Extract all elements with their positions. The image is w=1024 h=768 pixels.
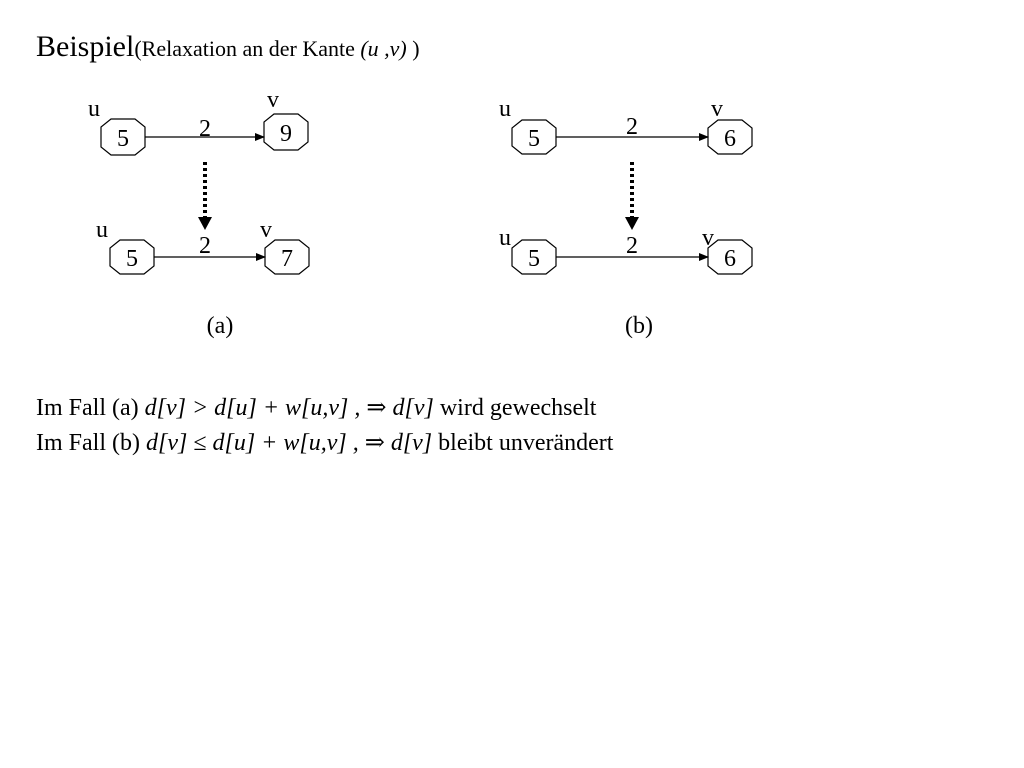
node-u-value: 5 [528,246,540,272]
rule-condition: d[v] > d[u] + w[u,v] , [144,395,361,421]
diagram-a-top: 5 9 2 u v [88,87,309,156]
diagram-b-top: 5 6 2 u v [499,96,753,155]
node-v-value: 7 [281,246,293,272]
title-subtitle: (Relaxation an der Kante [134,36,361,61]
node-u-value: 5 [528,126,540,152]
node-u-label: u [96,217,108,243]
node-v-value: 6 [724,126,736,152]
node-u-value: 5 [117,126,129,152]
title-edge: (u ,v) [360,36,407,61]
node-v-label: v [267,87,279,113]
node-v-value: 9 [280,121,292,147]
edge-weight: 2 [626,114,638,140]
node-v [263,113,309,151]
rule-prefix: Im Fall (a) [36,395,145,421]
node-u-value: 5 [126,246,138,272]
title-close: ) [406,36,420,61]
node-u [511,119,557,155]
rule-result: bleibt unverändert [432,430,614,456]
node-v-label: v [260,217,272,243]
diagram-b-bottom: 5 6 2 u v [499,225,753,275]
edge-weight: 2 [199,233,211,259]
node-v-label: v [702,225,714,251]
page-title: Beispiel(Relaxation an der Kante (u ,v) … [36,30,420,64]
transition-arrow-b [625,162,639,230]
node-v-label: v [711,96,723,122]
rule-result: wird gewechselt [433,395,597,421]
rule-case-a: Im Fall (a) d[v] > d[u] + w[u,v] , ⇒ d[v… [36,393,596,422]
rule-prefix: Im Fall (b) [36,430,146,456]
edge-weight: 2 [199,116,211,142]
node-u [100,118,146,156]
title-main: Beispiel [36,30,135,63]
rule-target: d[v] [392,395,434,421]
edge-weight: 2 [626,233,638,259]
caption-b: (b) [625,313,653,339]
node-u [109,239,155,275]
rule-target: d[v] [390,430,433,456]
implies-symbol: ⇒ [358,430,391,456]
caption-a: (a) [207,313,234,339]
node-v-value: 6 [724,246,736,272]
implies-symbol: ⇒ [360,395,393,421]
node-u [511,239,557,275]
diagram-a-bottom: 5 7 2 u v [96,217,310,275]
node-u-label: u [88,96,100,122]
node-u-label: u [499,225,511,251]
rule-condition: d[v] ≤ d[u] + w[u,v] , [145,430,359,456]
transition-arrow-a [198,162,212,230]
rule-case-b: Im Fall (b) d[v] ≤ d[u] + w[u,v] , ⇒ d[v… [36,428,613,457]
node-u-label: u [499,96,511,122]
